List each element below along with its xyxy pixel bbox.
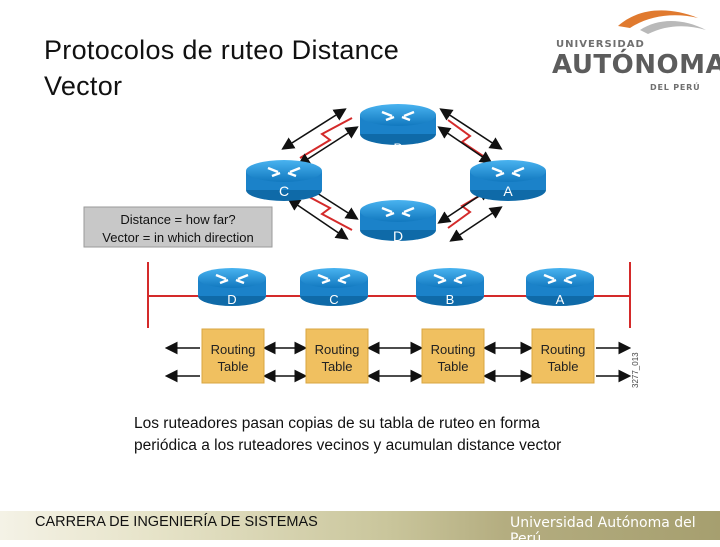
footer-university-text: Universidad Autónoma del Perú [510,515,696,547]
legend-line-1: Distance = how far? [120,212,235,227]
arrow-b-a-2 [437,126,493,164]
router-a: A [470,160,546,201]
arrow-b-a-1 [439,108,503,150]
table-arrows [164,341,632,383]
router-c: C [246,160,322,201]
logo-text-top: UNIVERSIDAD [556,39,645,50]
slide-title: Protocolos de ruteo Distance Vector [44,32,514,104]
router-b: B [360,104,436,156]
logo-swoosh-icon [618,10,706,34]
routing-table-label-1: Routing [315,342,360,357]
line-router-label: D [227,292,236,307]
arrow-c-b-2 [297,126,359,166]
caption-line-2: periódica a los ruteadores vecinos y acu… [134,437,562,454]
caption-line-1: Los ruteadores pasan copias de su tabla … [134,415,540,432]
line-router-b: B [416,268,484,307]
routing-table-label-2: Table [547,359,578,374]
router-d-label: D [393,228,403,244]
router-d: D [360,200,436,244]
logo-text-bottom: DEL PERÚ [650,83,701,92]
university-logo: UNIVERSIDAD AUTÓNOMA DEL PERÚ [548,4,720,104]
figure-code: 3277_013 [631,352,640,388]
line-router-d: D [198,268,266,307]
routing-tables: RoutingTableRoutingTableRoutingTableRout… [201,328,595,384]
footer-bar-left [0,511,390,540]
footer-career-text: CARRERA DE INGENIERÍA DE SISTEMAS [35,514,318,530]
routing-table-label-2: Table [217,359,248,374]
link-c-b [299,117,353,159]
title-line-1: Protocolos de ruteo Distance [44,35,400,65]
routing-table-label-2: Table [321,359,352,374]
routing-table-label-1: Routing [211,342,256,357]
routing-table-label-1: Routing [431,342,476,357]
routing-table-label-1: Routing [541,342,586,357]
router-b-label: B [393,140,402,156]
distance-vector-diagram: B C A D Distance = how far? Vector = in … [83,104,640,388]
line-router-c: C [300,268,368,307]
logo-text-main: AUTÓNOMA [552,50,720,80]
title-line-2: Vector [44,71,123,101]
arrow-d-a-1 [449,206,503,242]
footer-bar-right [390,511,720,540]
slide-caption: Los ruteadores pasan copias de su tabla … [134,413,654,457]
router-c-label: C [279,183,289,199]
line-router-label: C [329,292,338,307]
line-router-label: B [446,292,455,307]
router-a-label: A [503,183,513,199]
line-router-label: A [556,292,565,307]
line-router-a: A [526,268,594,307]
legend-line-2: Vector = in which direction [102,230,253,245]
legend-box: Distance = how far? Vector = in which di… [83,206,273,248]
routing-table-label-2: Table [437,359,468,374]
